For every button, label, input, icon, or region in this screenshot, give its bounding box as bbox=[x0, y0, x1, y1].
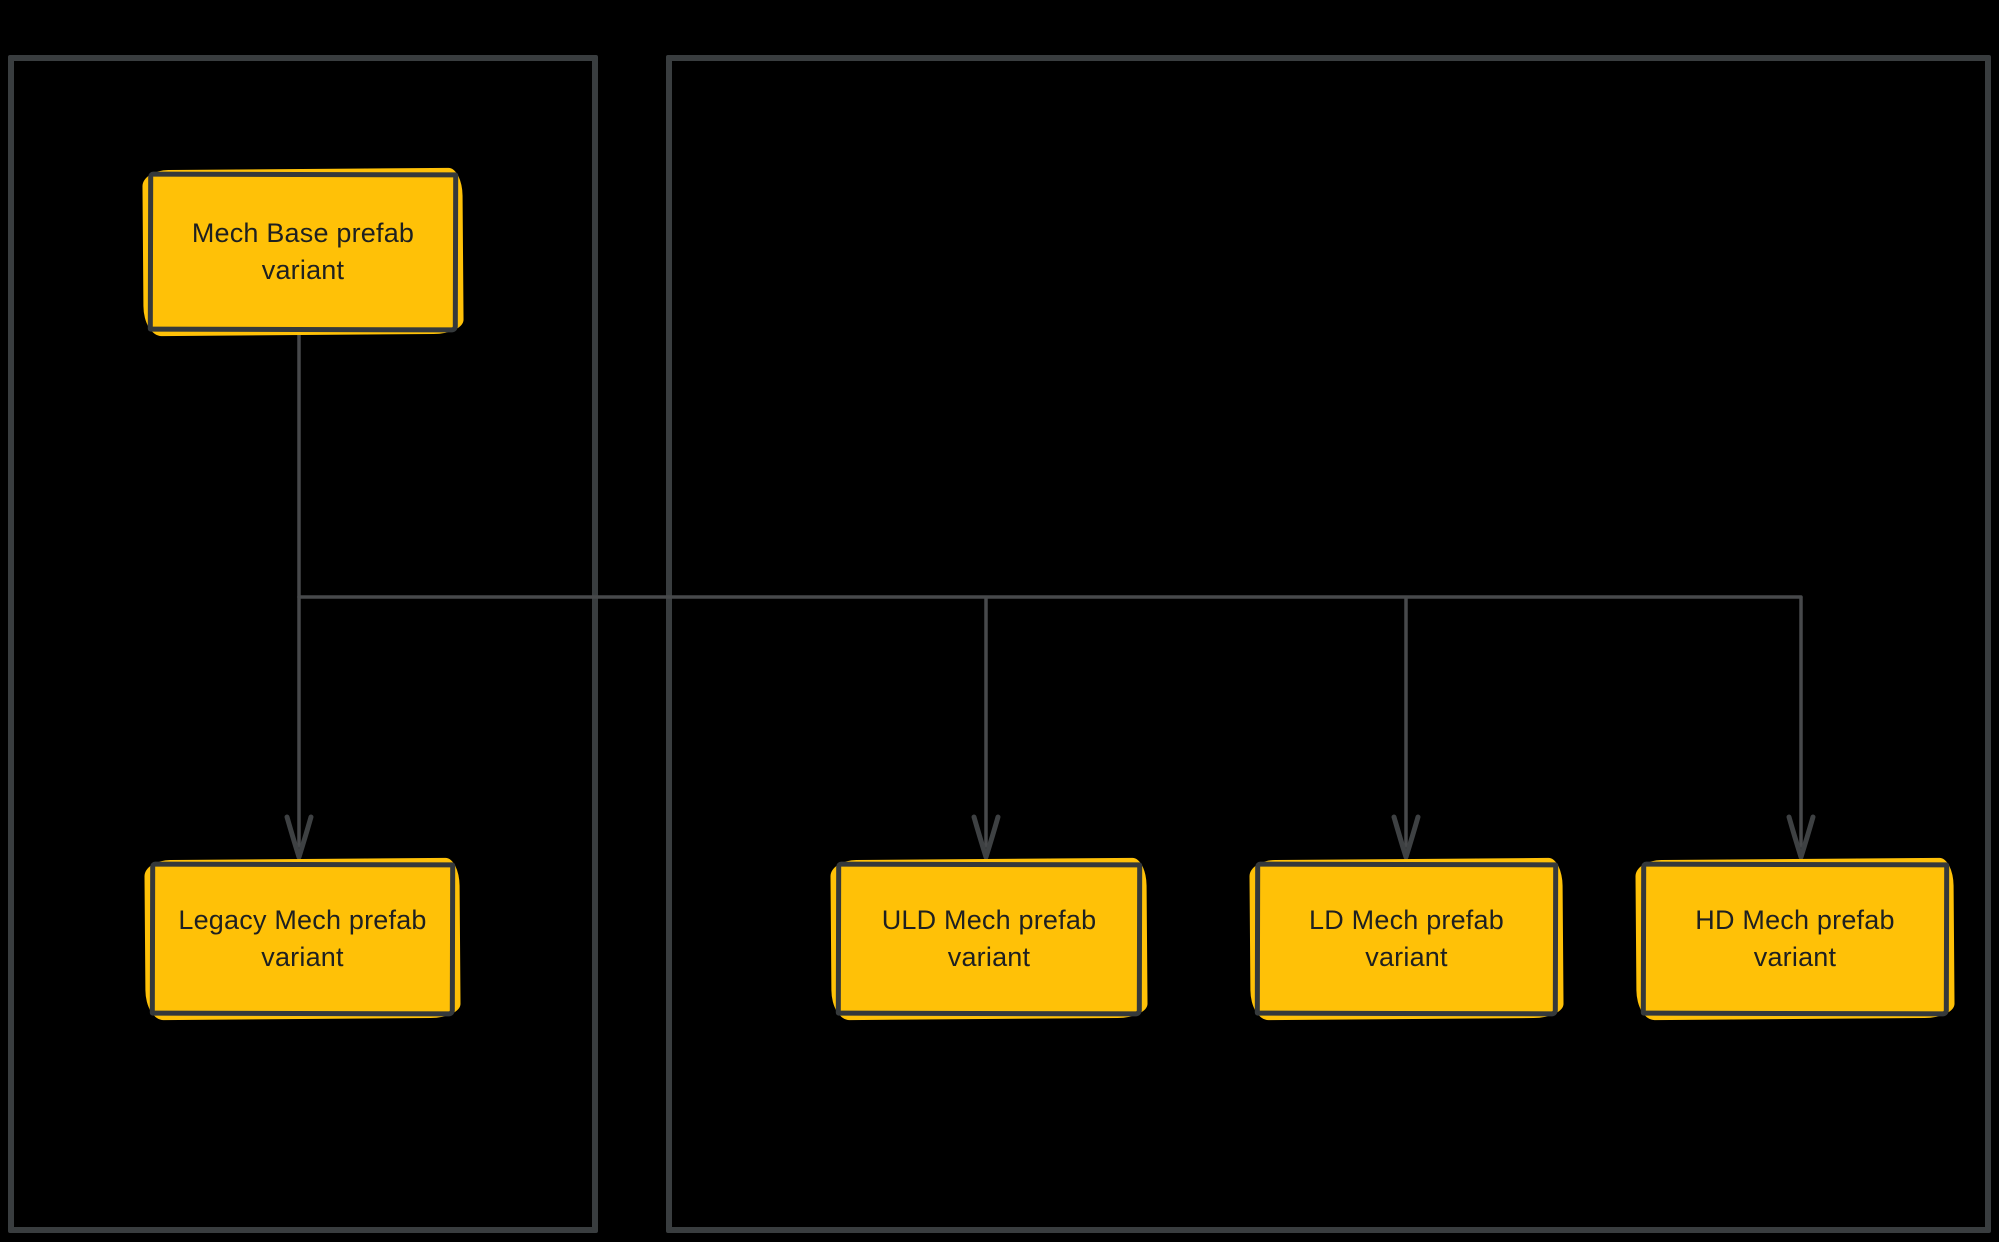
node-legacy-mech-label: Legacy Mech prefab variant bbox=[178, 905, 427, 972]
frame-left bbox=[8, 55, 598, 1233]
node-uld-mech-label: ULD Mech prefab variant bbox=[881, 905, 1097, 972]
node-hd-mech-label: HD Mech prefab variant bbox=[1695, 905, 1895, 972]
node-mech-base[interactable]: Mech Base prefab variant bbox=[150, 174, 456, 330]
node-ld-mech-label: LD Mech prefab variant bbox=[1309, 905, 1504, 972]
node-mech-base-label: Mech Base prefab variant bbox=[191, 218, 415, 285]
node-hd-mech[interactable]: HD Mech prefab variant bbox=[1643, 864, 1947, 1014]
node-ld-mech[interactable]: LD Mech prefab variant bbox=[1257, 864, 1556, 1014]
frame-right bbox=[666, 55, 1991, 1233]
node-uld-mech[interactable]: ULD Mech prefab variant bbox=[838, 864, 1140, 1014]
node-legacy-mech[interactable]: Legacy Mech prefab variant bbox=[152, 864, 453, 1014]
